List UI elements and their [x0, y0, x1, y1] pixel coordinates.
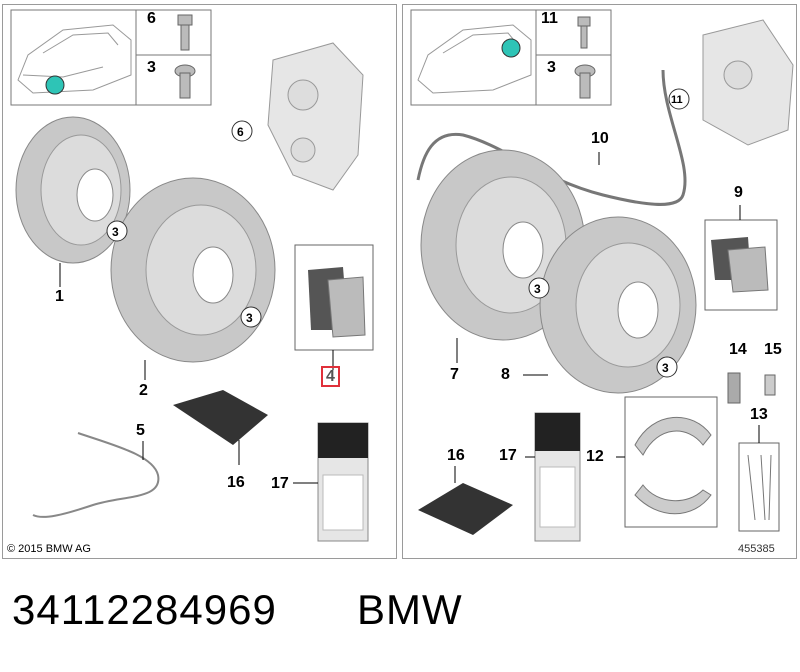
part-label-7: 7 [450, 366, 459, 383]
callout-label-6: 6 [237, 125, 244, 139]
screw-icon [174, 64, 196, 99]
brake-disc-1-drawing [15, 116, 131, 264]
legend-number-3: 3 [547, 59, 556, 76]
cleaning-cloth-drawing [418, 483, 513, 535]
callout-label-3c: 3 [534, 282, 541, 296]
brake-caliper-drawing [702, 19, 794, 146]
part-label-8: 8 [501, 366, 510, 383]
brake-disc-8-drawing [539, 216, 697, 394]
wear-sensor-10-drawing [416, 69, 687, 206]
brake-caliper-drawing [267, 42, 364, 191]
part-label-16: 16 [227, 474, 245, 491]
brake-pad-drawing [308, 267, 366, 338]
part-label-17: 17 [499, 447, 517, 464]
right-diagram-panel: 11 3 3 3 11 7 8 9 10 12 13 14 15 16 17 4… [402, 4, 797, 559]
part-label-16: 16 [447, 447, 465, 464]
callout-label-11: 11 [671, 94, 683, 106]
part-label-13: 13 [750, 406, 768, 423]
brake-disc-2-drawing [110, 177, 276, 363]
cleaning-cloth-drawing [173, 390, 268, 445]
right-diagram-artwork [410, 9, 794, 542]
screw-icon [574, 64, 596, 99]
legend-number-3: 3 [147, 59, 156, 76]
callout-3-b [240, 306, 262, 328]
callout-label-3d: 3 [662, 361, 669, 375]
position-marker-icon [501, 38, 521, 58]
spray-can-drawing [317, 422, 369, 542]
retaining-clip-drawing [727, 372, 741, 404]
left-diagram-panel: 6 3 3 3 6 1 2 4 5 16 17 © 2015 BMW AG [2, 4, 397, 559]
part-label-15: 15 [764, 341, 782, 358]
callout-3-a [106, 220, 128, 242]
part-label-17: 17 [271, 475, 289, 492]
callout-3-d [656, 356, 678, 378]
part-label-2: 2 [139, 382, 148, 399]
callout-11 [668, 88, 690, 110]
part-label-9: 9 [734, 184, 743, 201]
part-label-1: 1 [55, 288, 64, 305]
spring-set-drawing [747, 454, 772, 521]
callout-3-c [528, 277, 550, 299]
legend-number-11: 11 [541, 10, 558, 27]
left-diagram-artwork [10, 9, 374, 542]
part-label-4: 4 [321, 366, 340, 387]
part-number: 34112284969 [12, 586, 277, 633]
callout-6 [231, 120, 253, 142]
legend-number-6: 6 [147, 10, 156, 27]
part-label-14: 14 [729, 341, 747, 358]
bolt-icon [577, 16, 591, 49]
spring-set-box [738, 442, 780, 532]
callout-label-3a: 3 [112, 225, 119, 239]
callout-label-3b: 3 [246, 311, 253, 325]
left-legend-box [10, 9, 212, 106]
parking-brake-shoe-upper [634, 416, 712, 456]
part-label-5: 5 [136, 422, 145, 439]
part-label-10: 10 [591, 130, 609, 147]
brake-pad-rear-drawing [711, 237, 769, 293]
diagram-number: 455385 [738, 543, 775, 555]
wear-sensor-drawing [32, 432, 160, 518]
part-label-12: 12 [586, 448, 604, 465]
bolt-icon [177, 14, 193, 51]
copyright-text: © 2015 BMW AG [7, 543, 91, 555]
parking-brake-shoe-lower [634, 484, 712, 515]
spray-can-drawing [534, 412, 581, 542]
position-marker-icon [45, 75, 65, 95]
brand-name: BMW [357, 586, 463, 633]
adjuster-drawing [764, 374, 776, 396]
